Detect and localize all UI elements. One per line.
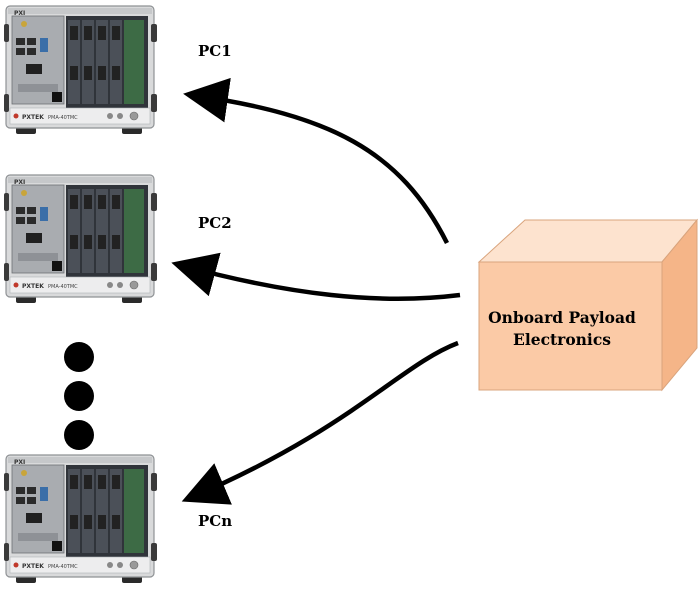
payload-label-line1: Onboard Payload <box>488 308 636 327</box>
chassis-brand-label: PXI <box>14 179 25 186</box>
chassis-model-label: PMA-40TMC <box>48 564 78 570</box>
payload-box-front <box>478 261 663 391</box>
pcn-chassis: PXI PXTEK PMA-40TMC <box>3 454 158 584</box>
pcn-label: PCn <box>198 512 232 530</box>
chassis-model-label: PMA-40TMC <box>48 115 78 121</box>
chassis-model-label: PMA-40TMC <box>48 284 78 290</box>
pc2-label: PC2 <box>198 214 232 232</box>
chassis-brand-label: PXI <box>14 459 25 466</box>
ellipsis-dot <box>64 381 94 411</box>
payload-box: Onboard Payload Electronics <box>477 218 699 392</box>
payload-box-top <box>477 219 699 263</box>
ellipsis-dots <box>64 342 94 450</box>
chassis-maker-label: PXTEK <box>22 114 44 121</box>
ellipsis-dot <box>64 420 94 450</box>
arrow-to-pc1 <box>183 77 450 245</box>
chassis-brand-label: PXI <box>14 10 25 17</box>
chassis-maker-label: PXTEK <box>22 283 44 290</box>
ellipsis-dot <box>64 342 94 372</box>
arrow-to-pcn <box>181 340 459 505</box>
payload-label-line2: Electronics <box>513 330 611 349</box>
chassis-maker-label: PXTEK <box>22 563 44 570</box>
pc2-chassis: PXI PXTEK PMA-40TMC <box>3 174 158 304</box>
pc1-label: PC1 <box>198 42 232 60</box>
pc1-chassis: PXI PXTEK PMA-40TMC <box>3 5 158 135</box>
arrow-to-pc2 <box>171 252 461 301</box>
